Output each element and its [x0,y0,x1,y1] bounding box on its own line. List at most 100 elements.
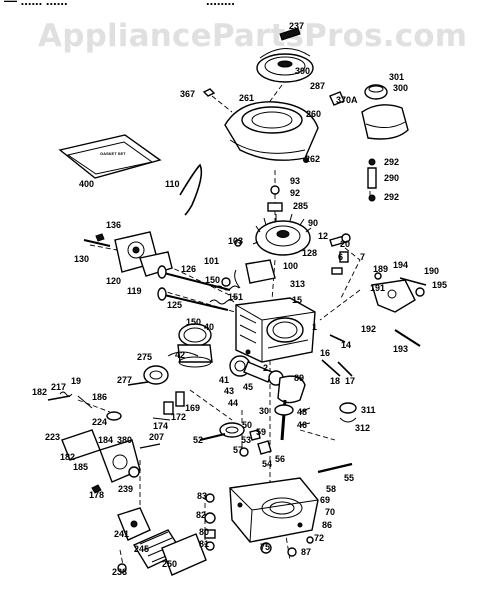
part-label-p261: 261 [239,93,254,103]
part-label-p1: 1 [312,322,317,332]
part-label-p59: 59 [256,427,266,437]
part-label-p191: 191 [370,283,385,293]
part-label-p40: 40 [204,322,214,332]
oil-parts-311 [339,402,357,423]
part-label-p300: 300 [393,83,408,93]
part-label-p189: 189 [373,264,388,274]
blower-housing-260 [224,101,319,163]
part-label-p6: 6 [338,252,343,262]
part-label-p290: 290 [384,173,399,183]
crankshaft-89 [274,375,311,441]
part-label-p207: 207 [149,432,164,442]
ignition-module-100 [234,259,276,289]
part-label-p186: 186 [92,392,107,402]
part-label-p30: 30 [259,406,269,416]
part-label-p45: 45 [243,382,253,392]
linkage-left [47,391,122,421]
sump-bolts [204,493,314,557]
part-label-p44: 44 [228,398,238,408]
part-label-p182b: 182 [60,452,75,462]
part-label-p54: 54 [262,459,272,469]
part-label-p48: 48 [297,407,307,417]
part-label-p224: 224 [92,417,107,427]
fuel-line-290 [367,158,377,202]
part-label-p75: 75 [260,542,270,552]
part-label-p239: 239 [118,484,133,494]
part-label-p150a: 150 [205,275,220,285]
part-label-p55: 55 [344,473,354,483]
cam-gear-50 [199,422,272,457]
top-fragment-right: ........ [206,0,235,6]
part-label-p92: 92 [290,188,300,198]
part-label-p70: 70 [325,507,335,517]
part-label-p192: 192 [361,324,376,334]
watermark: AppliancePartsPros.com [38,18,468,54]
part-label-p130: 130 [74,254,89,264]
part-label-p262: 262 [305,154,320,164]
part-label-p41: 41 [219,375,229,385]
part-label-p83: 83 [197,491,207,501]
part-label-p125: 125 [167,300,182,310]
part-label-p2: 2 [263,363,268,373]
part-label-p151: 151 [228,292,243,302]
top-fragment-left: — ...... ...... [4,0,68,6]
part-label-p250: 250 [162,559,177,569]
part-label-p194: 194 [393,260,408,270]
valves-126-125 [157,265,240,311]
part-label-p126: 126 [181,264,196,274]
part-label-p7: 7 [360,252,365,262]
air-cleaner-245 [117,507,207,576]
part-label-p43: 43 [224,386,234,396]
part-label-p53: 53 [241,435,251,445]
part-label-p90: 90 [308,218,318,228]
part-label-p370a: 370A [336,95,358,105]
part-label-p120: 120 [106,276,121,286]
part-label-p245: 245 [134,544,149,554]
part-label-p80: 80 [199,527,209,537]
part-label-p93: 93 [290,176,300,186]
part-label-p237: 237 [289,21,304,31]
part-label-p128: 128 [302,248,317,258]
part-label-p169: 169 [185,403,200,413]
part-label-p195: 195 [432,280,447,290]
part-label-p223: 223 [45,432,60,442]
part-label-p81: 81 [199,539,209,549]
part-label-p119: 119 [127,286,142,296]
part-label-p285: 285 [293,201,308,211]
part-label-p400: 400 [79,179,94,189]
part-label-p100: 100 [283,261,298,271]
piston-150 [167,323,213,368]
part-label-p89: 89 [294,373,304,383]
part-label-p16: 16 [320,348,330,358]
part-label-p238: 238 [112,567,127,577]
part-label-p260: 260 [306,109,321,119]
part-label-p103: 103 [228,236,243,246]
part-label-p58: 58 [326,484,336,494]
part-label-p380: 380 [117,435,132,445]
part-label-p57: 57 [233,445,243,455]
screw-367 [202,88,216,97]
part-label-p292a: 292 [384,157,399,167]
part-label-p12: 12 [318,231,328,241]
control-panel-184 [61,429,161,494]
flywheel-90 [252,185,312,256]
part-label-p184: 184 [98,435,113,445]
part-label-p301: 301 [389,72,404,82]
part-label-p18: 18 [330,376,340,386]
cylinder-block-1 [235,297,316,363]
cropped-top-text: — ...... ...... ........ [0,0,477,6]
part-label-p15: 15 [292,295,302,305]
part-label-p172: 172 [171,412,186,422]
part-label-p69: 69 [320,495,330,505]
part-label-p52: 52 [193,435,203,445]
part-label-p241: 241 [114,529,129,539]
small-parts-right [329,233,351,275]
part-label-p312: 312 [355,423,370,433]
part-label-p87: 87 [301,547,311,557]
svg-text:GASKET SET: GASKET SET [100,151,126,156]
part-label-p311: 311 [361,405,376,415]
brackets-169-172 [152,391,185,421]
